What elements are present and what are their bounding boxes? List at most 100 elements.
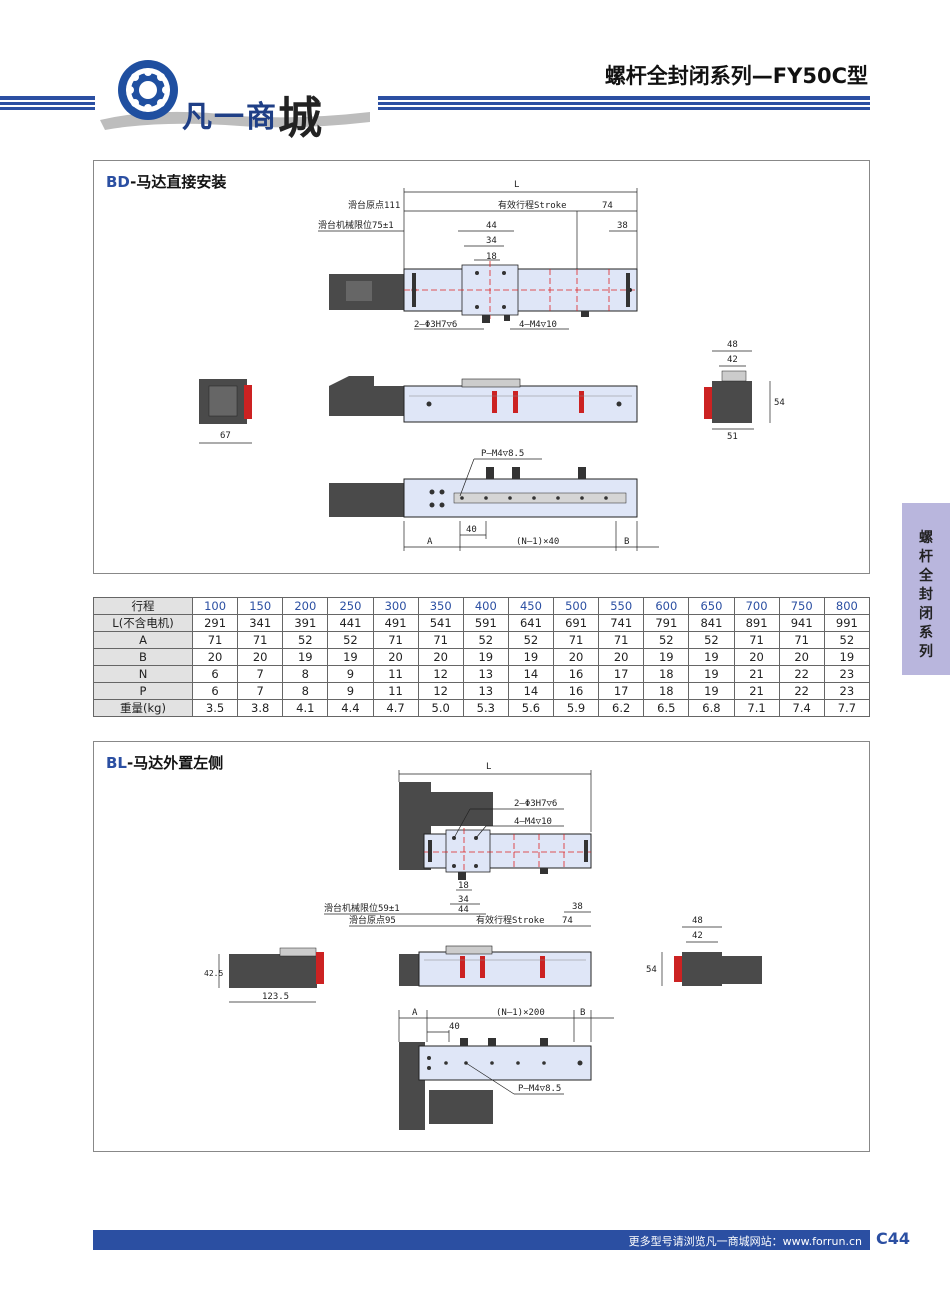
table-cell: 3.8 bbox=[237, 699, 284, 717]
table-cell: 8 bbox=[282, 665, 329, 683]
table-cell: 11 bbox=[372, 682, 419, 700]
table-cell: 600 bbox=[643, 597, 690, 615]
header-rule-right bbox=[378, 96, 870, 110]
table-cell: 20 bbox=[191, 648, 239, 666]
table-cell: 52 bbox=[507, 631, 555, 649]
table-cell: 14 bbox=[507, 665, 555, 683]
table-cell: 19 bbox=[462, 648, 509, 666]
bl-dim-B: B bbox=[580, 1008, 585, 1018]
table-cell: 741 bbox=[598, 614, 645, 632]
bd-dim-limit: 滑台机械限位75±1 bbox=[318, 219, 394, 231]
table-cell: 19 bbox=[688, 665, 735, 683]
bd-dim-38: 38 bbox=[617, 221, 628, 231]
table-cell: 20 bbox=[552, 648, 600, 666]
table-cell: 841 bbox=[688, 614, 735, 632]
bd-dim-L: L bbox=[514, 180, 519, 190]
table-cell: 350 bbox=[417, 597, 464, 615]
table-cell: 18 bbox=[643, 682, 690, 700]
bl-right-end-view-a bbox=[682, 952, 722, 986]
table-cell: 800 bbox=[823, 597, 871, 615]
table-cell: 650 bbox=[688, 597, 735, 615]
table-cell: 52 bbox=[688, 631, 735, 649]
table-cell: 891 bbox=[733, 614, 780, 632]
bd-dim-18: 18 bbox=[486, 252, 497, 262]
table-cell: 19 bbox=[327, 648, 374, 666]
table-cell: 291 bbox=[191, 614, 239, 632]
header-rule-left bbox=[0, 96, 95, 110]
bd-dim-hole: 2—Φ3H7▽6 bbox=[414, 320, 457, 330]
page-number: C44 bbox=[876, 1229, 911, 1248]
logo-bearing-icon bbox=[100, 60, 370, 130]
bd-dim-B: B bbox=[624, 537, 629, 547]
bd-title-text: -马达直接安装 bbox=[130, 173, 227, 191]
bl-dim-limit: 滑台机械限位59±1 bbox=[324, 902, 400, 914]
logo-text-big: 城 bbox=[278, 93, 324, 144]
table-cell: 400 bbox=[462, 597, 509, 615]
table-cell: 71 bbox=[237, 631, 284, 649]
side-tab-category[interactable]: 螺杆全封闭系列 bbox=[902, 503, 950, 675]
footer-bar: 更多型号请浏览凡一商城网站：www.forrun.cn bbox=[93, 1230, 870, 1250]
table-cell: 941 bbox=[778, 614, 825, 632]
table-cell: 19 bbox=[282, 648, 329, 666]
bd-dim-40: 40 bbox=[466, 525, 477, 535]
bl-dim-123-5: 123.5 bbox=[262, 992, 289, 1002]
table-cell: 4.4 bbox=[327, 699, 374, 717]
table-cell: 71 bbox=[598, 631, 645, 649]
bd-dim-pm4: P—M4▽8.5 bbox=[481, 449, 524, 459]
table-cell: 16 bbox=[552, 682, 600, 700]
table-cell: 23 bbox=[823, 682, 871, 700]
table-cell: 52 bbox=[462, 631, 509, 649]
table-cell: 5.6 bbox=[507, 699, 555, 717]
table-cell: 20 bbox=[778, 648, 825, 666]
table-row-label: B bbox=[93, 648, 193, 666]
bl-drawing: L 2—Φ3H7▽6 4—M4▽10 18 34 44 bbox=[204, 762, 762, 1130]
bl-panel-title: BL-马达外置左侧 bbox=[106, 752, 223, 773]
table-cell: 6.5 bbox=[643, 699, 690, 717]
bl-dim-A: A bbox=[412, 1008, 418, 1018]
bd-motor-side bbox=[329, 376, 404, 416]
bl-dim-origin: 滑台原点95 bbox=[349, 914, 396, 926]
table-cell: 71 bbox=[372, 631, 419, 649]
bl-dim-44: 44 bbox=[458, 905, 469, 915]
table-cell: 7 bbox=[237, 665, 284, 683]
table-cell: 300 bbox=[372, 597, 419, 615]
bl-dim-pm4: P—M4▽8.5 bbox=[518, 1084, 561, 1094]
bl-motor-bottom bbox=[429, 1090, 493, 1124]
bl-dim-L: L bbox=[486, 762, 491, 772]
bl-dim-34: 34 bbox=[458, 895, 469, 905]
bd-dim-42: 42 bbox=[727, 355, 738, 365]
table-cell: 20 bbox=[598, 648, 645, 666]
bd-code: BD bbox=[106, 173, 131, 191]
table-cell: 8 bbox=[282, 682, 329, 700]
footer-website-text[interactable]: 更多型号请浏览凡一商城网站：www.forrun.cn bbox=[628, 1235, 862, 1248]
bl-dim-48: 48 bbox=[692, 916, 703, 926]
table-row-label: P bbox=[93, 682, 193, 700]
bl-dim-74: 74 bbox=[562, 916, 573, 926]
brand-logo: 凡一商城 bbox=[100, 58, 380, 144]
bl-title-text: -马达外置左侧 bbox=[127, 754, 224, 772]
table-cell: 441 bbox=[327, 614, 374, 632]
bl-left-end-view bbox=[229, 954, 317, 988]
table-cell: 52 bbox=[282, 631, 329, 649]
table-cell: 100 bbox=[191, 597, 239, 615]
table-cell: 450 bbox=[507, 597, 555, 615]
table-cell: 12 bbox=[417, 665, 464, 683]
table-cell: 20 bbox=[372, 648, 419, 666]
bl-dim-40: 40 bbox=[449, 1022, 460, 1032]
bd-right-end-view bbox=[712, 381, 752, 423]
table-cell: 71 bbox=[417, 631, 464, 649]
table-cell: 491 bbox=[372, 614, 419, 632]
table-cell: 13 bbox=[462, 682, 509, 700]
table-row-label: 重量(kg) bbox=[93, 699, 193, 717]
table-cell: 12 bbox=[417, 682, 464, 700]
table-cell: 16 bbox=[552, 665, 600, 683]
table-cell: 17 bbox=[598, 682, 645, 700]
table-cell: 14 bbox=[507, 682, 555, 700]
bl-dim-38: 38 bbox=[572, 902, 583, 912]
bl-dim-hole: 2—Φ3H7▽6 bbox=[514, 799, 557, 809]
table-cell: 11 bbox=[372, 665, 419, 683]
